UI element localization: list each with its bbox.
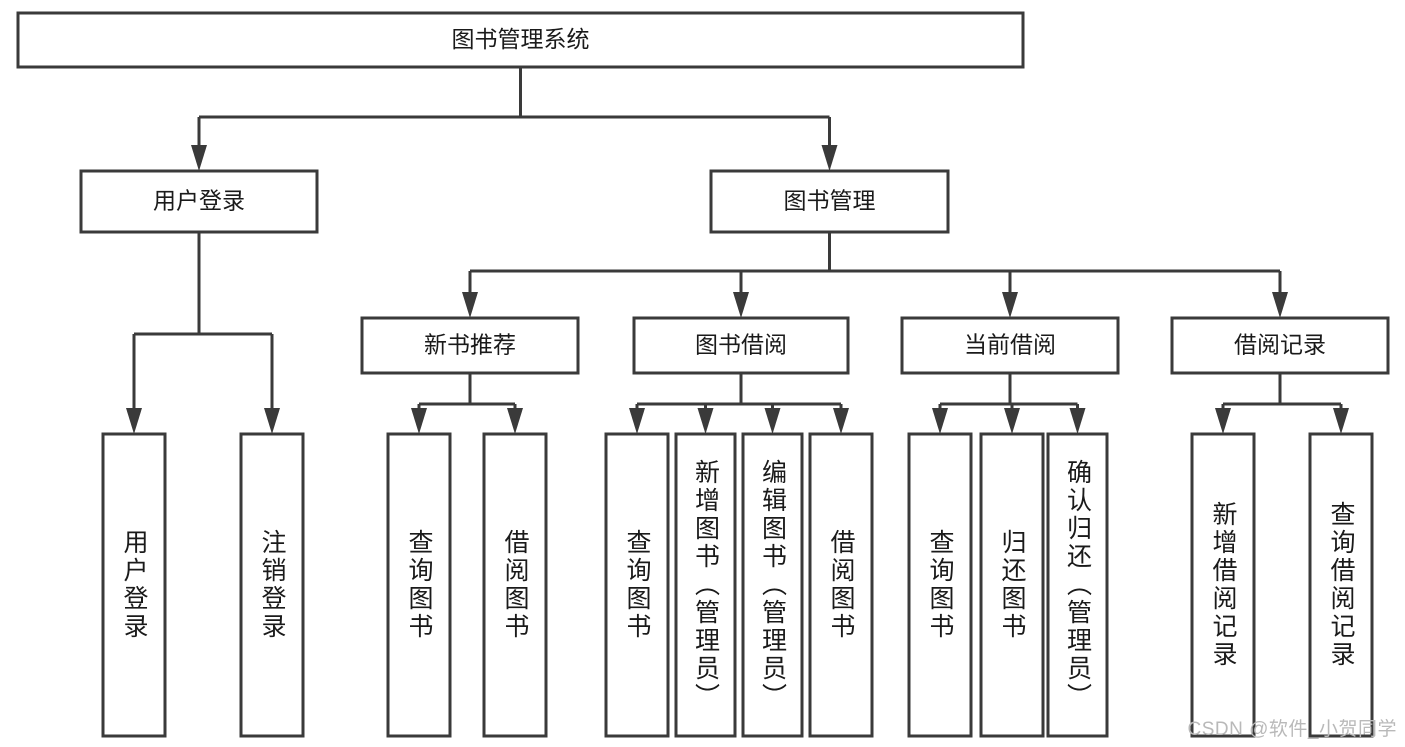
leaf-leaf-add-record-box[interactable] bbox=[1190, 432, 1256, 738]
leaf-leaf-borrow-book-box[interactable] bbox=[808, 432, 874, 738]
leaf-leaf-query-record-box[interactable] bbox=[1308, 432, 1374, 738]
leaf-leaf-confirm-return-box[interactable] bbox=[1046, 432, 1109, 738]
edge-book-borrow-arrow-2 bbox=[764, 408, 781, 434]
leaf-leaf-query-book-box[interactable] bbox=[604, 432, 670, 738]
node-borrow-record-label: 借阅记录 bbox=[1234, 332, 1326, 358]
leaf-leaf-add-book-box[interactable] bbox=[674, 432, 737, 738]
leaf-leaf-query-book-cur-box[interactable] bbox=[907, 432, 973, 738]
node-book-manage-box[interactable] bbox=[709, 169, 950, 234]
node-book-borrow-label: 图书借阅 bbox=[695, 332, 787, 358]
leaf-leaf-borrow-book-rec-box[interactable] bbox=[482, 432, 548, 738]
root-node-label: 图书管理系统 bbox=[452, 26, 590, 52]
edge-root-arrow-1 bbox=[821, 145, 838, 171]
edge-book-manage-arrow-2 bbox=[1002, 292, 1018, 318]
edge-book-manage-arrow-0 bbox=[462, 292, 478, 318]
edge-borrow-record-arrow-1 bbox=[1333, 408, 1349, 434]
leaf-leaf-logout-box[interactable] bbox=[239, 432, 305, 738]
edge-new-book-rec-arrow-0 bbox=[411, 408, 427, 434]
node-book-borrow-box[interactable] bbox=[632, 316, 850, 375]
edge-book-borrow-arrow-0 bbox=[629, 408, 645, 434]
edge-user-login-arrow-1 bbox=[264, 408, 280, 434]
leaf-leaf-return-book-box[interactable] bbox=[979, 432, 1045, 738]
node-current-borrow-label: 当前借阅 bbox=[964, 332, 1056, 358]
leaf-leaf-query-book-rec-box[interactable] bbox=[386, 432, 452, 738]
edge-borrow-record-arrow-0 bbox=[1215, 408, 1231, 434]
edge-book-borrow-arrow-3 bbox=[833, 408, 849, 434]
node-user-login-box[interactable] bbox=[79, 169, 319, 234]
leaf-leaf-edit-book-box[interactable] bbox=[741, 432, 804, 738]
connectors-layer bbox=[126, 67, 1349, 434]
watermark-text: CSDN @软件_小贺同学 bbox=[1187, 719, 1397, 740]
edge-book-borrow-arrow-1 bbox=[697, 408, 714, 434]
edge-book-manage-arrow-3 bbox=[1272, 292, 1288, 318]
node-new-book-rec-label: 新书推荐 bbox=[424, 332, 516, 358]
boxes-layer bbox=[16, 11, 1390, 738]
edge-root-arrow-0 bbox=[191, 145, 207, 171]
edge-current-borrow-arrow-1 bbox=[1004, 408, 1020, 434]
node-user-login-label: 用户登录 bbox=[153, 188, 245, 214]
node-book-manage-label: 图书管理 bbox=[784, 188, 876, 214]
edge-book-manage-arrow-1 bbox=[733, 292, 749, 318]
edge-user-login-arrow-0 bbox=[126, 408, 142, 434]
node-current-borrow-box[interactable] bbox=[900, 316, 1120, 375]
node-borrow-record-box[interactable] bbox=[1170, 316, 1390, 375]
edge-new-book-rec-arrow-1 bbox=[507, 408, 523, 434]
edge-current-borrow-arrow-2 bbox=[1069, 408, 1086, 434]
leaf-leaf-user-login-box[interactable] bbox=[101, 432, 167, 738]
root-node-box[interactable] bbox=[16, 11, 1025, 69]
node-new-book-rec-box[interactable] bbox=[360, 316, 580, 375]
edge-current-borrow-arrow-0 bbox=[932, 408, 948, 434]
